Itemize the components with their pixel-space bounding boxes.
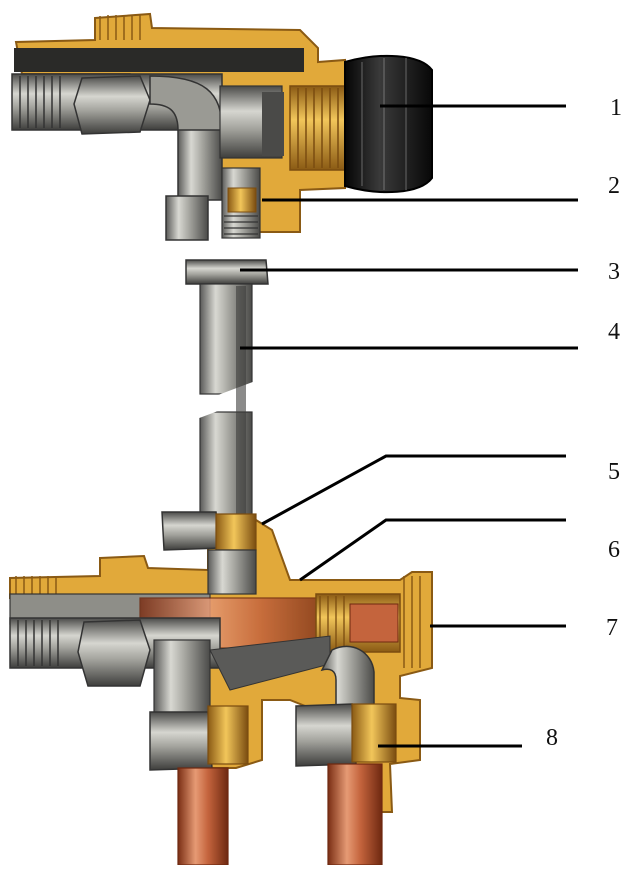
leader-lines [240,104,578,748]
callout-7: 7 [606,615,618,641]
copper-pipes [177,763,383,866]
compression-ring-top [165,167,261,241]
union-nut [185,259,269,285]
leader-line-5 [261,454,566,526]
connecting-pipe [194,283,258,521]
top-valve-body [11,12,351,233]
callout-4: 4 [608,319,620,345]
callout-3: 3 [608,259,620,285]
leader-line-6 [299,518,566,582]
top-nut-thread [99,15,141,40]
callout-5: 5 [608,459,620,485]
callout-2: 2 [608,173,620,199]
bottom-valve-body [9,511,433,813]
bonnet-thread [297,88,339,168]
callout-1: 1 [610,95,622,121]
thermostat-knob [344,54,433,194]
top-left-thread [19,76,61,128]
callout-6: 6 [608,537,620,563]
callout-8: 8 [546,725,558,751]
